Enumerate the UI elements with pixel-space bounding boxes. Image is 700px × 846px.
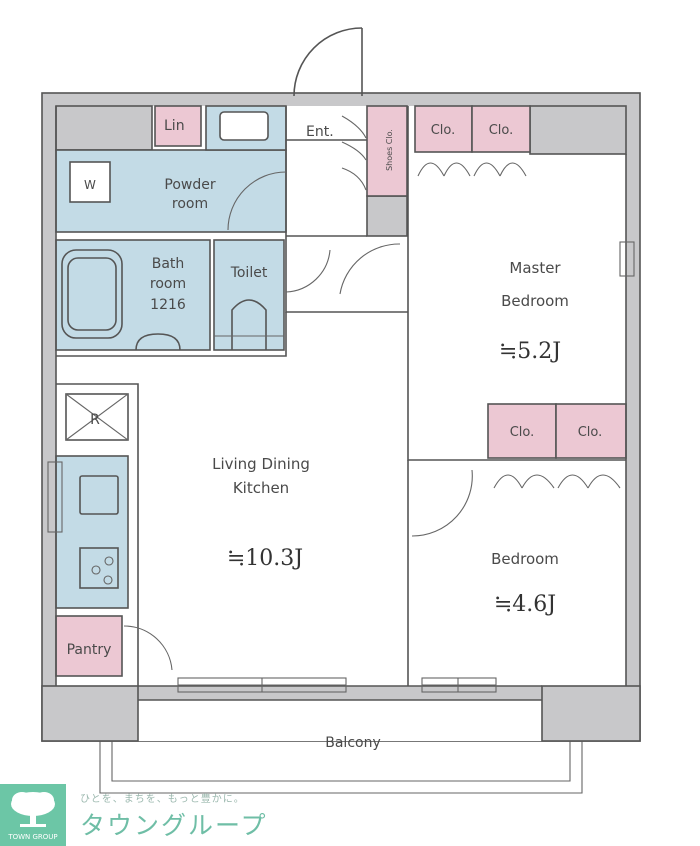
bathtub-icon <box>61 249 123 339</box>
balcony-floor <box>138 700 542 741</box>
refrigerator-icon <box>65 393 129 441</box>
bedroom-door[interactable] <box>411 469 473 537</box>
stove-icon <box>79 547 119 589</box>
balcony-rail <box>99 741 583 794</box>
linen-closet <box>154 105 202 147</box>
bath-sink-icon <box>135 333 181 351</box>
wall-block <box>529 105 627 155</box>
balcony-label: Balcony <box>325 735 381 751</box>
toilet-room <box>213 239 285 351</box>
shoe-cabinet-doors <box>341 115 367 191</box>
closet-doors[interactable] <box>417 162 527 177</box>
sink-icon <box>219 111 269 141</box>
powder-room-label-1: Powder <box>164 177 215 193</box>
ldk-label-2: Kitchen <box>233 479 289 497</box>
master-closet-1 <box>414 105 473 153</box>
toilet-door[interactable] <box>285 249 331 293</box>
ldk-area: ≒10.3J <box>227 546 303 571</box>
powder-room-label-2: room <box>172 196 208 212</box>
wet-area <box>55 105 287 609</box>
entrance-label: Ent. <box>306 124 334 140</box>
wall-block <box>366 195 408 237</box>
kitchen-sink-icon <box>79 475 119 515</box>
master-closet-2-label: Clo. <box>489 123 514 138</box>
entrance-door[interactable] <box>293 27 363 97</box>
company-tagline: ひとを、まちを、もっと豊かに。 <box>80 794 245 805</box>
company-logo <box>0 784 66 846</box>
bedroom-closet-2-label: Clo. <box>578 425 603 440</box>
refrigerator-label: R <box>90 412 100 428</box>
master-closet-1-label: Clo. <box>431 123 456 138</box>
bedroom-area: ≒4.6J <box>494 592 556 617</box>
pantry-door[interactable] <box>123 625 173 671</box>
closet-doors[interactable] <box>493 474 621 489</box>
bedroom-closet-1-label: Clo. <box>510 425 535 440</box>
master-bedroom-label-1: Master <box>509 259 561 277</box>
bedroom-label: Bedroom <box>491 550 559 568</box>
ldk-label-1: Living Dining <box>212 455 310 473</box>
bedroom-closet-2 <box>555 403 627 459</box>
windows <box>47 241 635 693</box>
company-name: タウングループ <box>80 811 268 840</box>
master-bedroom-label-2: Bedroom <box>501 292 569 310</box>
washer-label: W <box>84 178 96 192</box>
interior-walls <box>55 106 627 687</box>
master-closet-2 <box>471 105 531 153</box>
bathroom-label-1: Bath <box>152 256 185 272</box>
washer-pan-icon <box>69 161 111 203</box>
pantry-label: Pantry <box>67 642 112 658</box>
powder-room-door[interactable] <box>227 171 287 231</box>
wall-block <box>55 105 153 151</box>
shoes-closet-label: Shoes Clo. <box>385 129 394 171</box>
bedroom-closet-1 <box>487 403 557 459</box>
shoes-closet <box>366 105 408 197</box>
wall-block <box>541 685 641 742</box>
linen-label: Lin <box>164 118 185 134</box>
logo-subtitle: TOWN GROUP <box>8 833 58 841</box>
master-bedroom-area: ≒5.2J <box>499 339 561 364</box>
toilet-label: Toilet <box>230 265 268 281</box>
bathroom-label-2: room <box>150 276 186 292</box>
hall-door[interactable] <box>339 243 401 295</box>
wall-block <box>41 685 139 742</box>
tree-icon <box>11 792 55 827</box>
bathroom-label-3: 1216 <box>150 297 186 313</box>
toilet-icon <box>231 299 267 350</box>
kitchen-counter <box>55 455 129 609</box>
